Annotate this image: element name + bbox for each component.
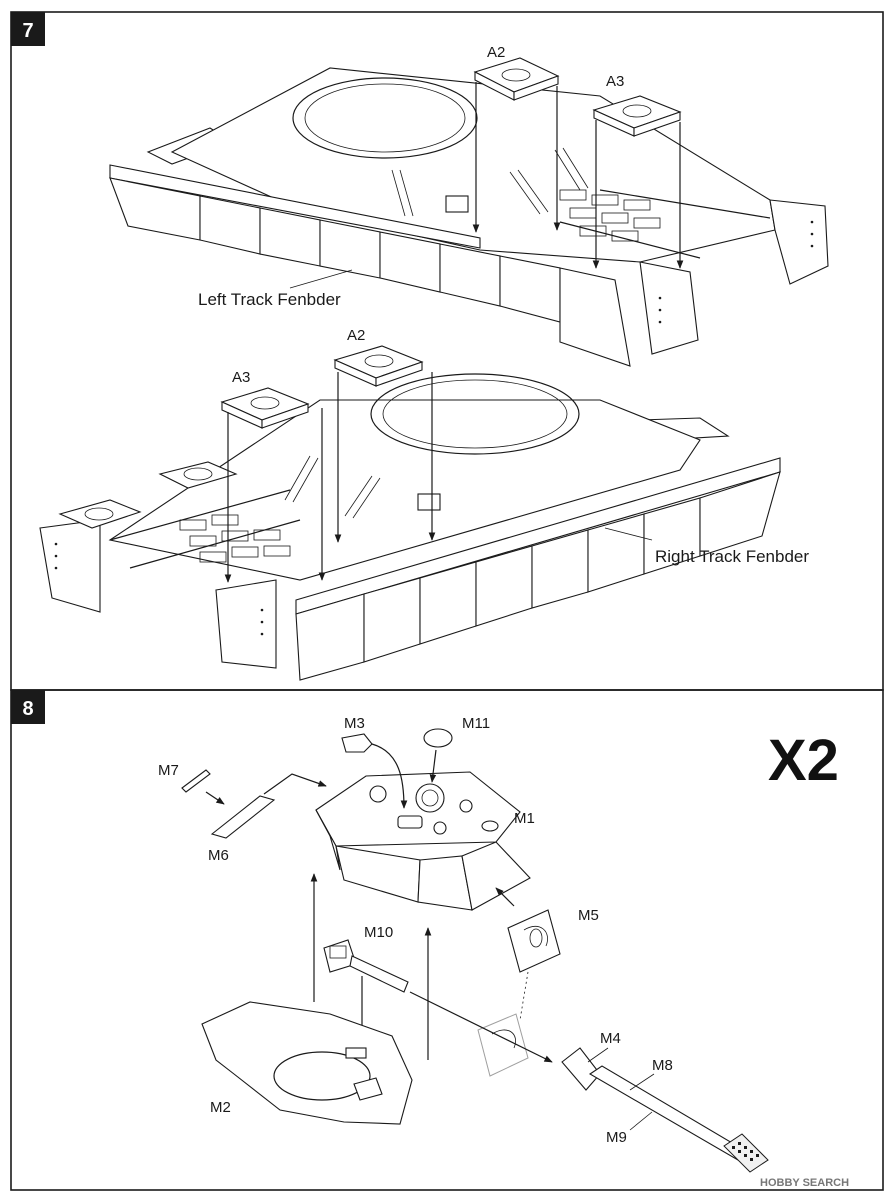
label-m2: M2 — [210, 1099, 231, 1116]
part-m5-ghost — [477, 1013, 529, 1077]
part-a2-top — [473, 57, 560, 101]
assembly-arrows-top — [472, 82, 684, 269]
part-m11 — [423, 728, 453, 748]
step-7-number: 7 — [22, 20, 33, 42]
part-m10 — [323, 939, 409, 993]
right-fender-label: Right Track Fenbder — [655, 547, 809, 566]
step-8-panel: 8 X2 M1 M3 M11 — [10, 689, 884, 1191]
label-m1: M1 — [514, 810, 535, 827]
part-m3 — [341, 733, 373, 753]
label-a2-bottom: A2 — [347, 327, 365, 344]
label-m3: M3 — [344, 715, 365, 732]
left-fender-label: Left Track Fenbder — [198, 290, 341, 309]
label-m7: M7 — [158, 762, 179, 779]
left-fender-leader — [289, 269, 353, 289]
label-a3-top: A3 — [606, 73, 624, 90]
label-m8: M8 — [652, 1057, 673, 1074]
upper-hull-assembly — [109, 67, 829, 367]
label-m10: M10 — [364, 924, 393, 941]
label-m9: M9 — [606, 1129, 627, 1146]
step-7-panel: 7 — [10, 11, 884, 691]
assembly-arrows-bottom — [224, 372, 436, 583]
label-m11: M11 — [462, 715, 490, 732]
part-m1-turret — [315, 771, 531, 911]
label-a2-top: A2 — [487, 44, 505, 61]
label-m5: M5 — [578, 907, 599, 924]
step-7-badge — [11, 12, 45, 46]
part-gun-barrel — [561, 1047, 769, 1173]
label-m4: M4 — [600, 1030, 621, 1047]
part-m6 — [210, 795, 276, 839]
label-a3-bottom: A3 — [232, 369, 250, 386]
part-m5 — [507, 909, 561, 973]
step-8-number: 8 — [22, 698, 33, 720]
lower-hull-assembly — [39, 373, 781, 681]
part-a3-bottom — [220, 387, 310, 429]
multiplier-label: X2 — [768, 728, 839, 793]
label-m6: M6 — [208, 847, 229, 864]
part-a2-bottom — [333, 345, 424, 387]
watermark-text: HOBBY SEARCH — [760, 1177, 849, 1189]
part-m7 — [181, 769, 211, 793]
part-m2 — [201, 1001, 413, 1125]
step-8-badge — [11, 690, 45, 724]
part-a3-top — [592, 95, 682, 137]
right-fender-leader — [604, 527, 653, 541]
